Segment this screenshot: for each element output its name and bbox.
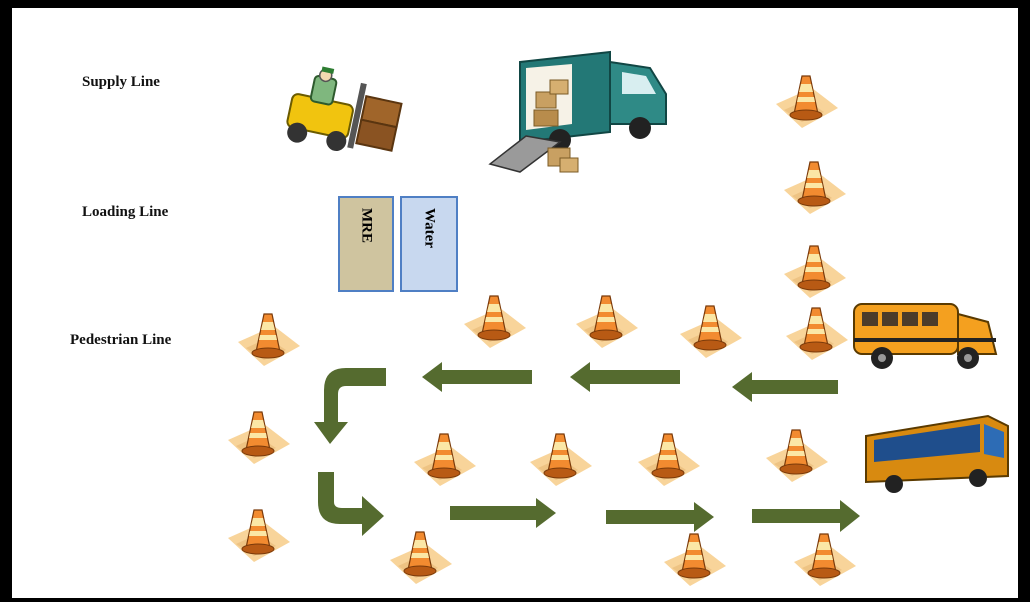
arrow-icon <box>450 498 556 528</box>
traffic-cone-icon <box>680 305 742 358</box>
traffic-cone-icon <box>464 295 526 348</box>
mre-station-label: MRE <box>358 208 375 243</box>
traffic-cone-icon <box>576 295 638 348</box>
arrow-icon <box>732 372 838 402</box>
traffic-cone-icon <box>228 411 290 464</box>
traffic-cone-icon <box>776 75 838 128</box>
city-bus-icon <box>865 414 1009 493</box>
traffic-cone-icon <box>766 429 828 482</box>
forklift-icon <box>286 66 403 152</box>
arrow-icon <box>318 472 384 536</box>
traffic-cone-icon <box>390 531 452 584</box>
loading-line-label: Loading Line <box>82 204 169 220</box>
traffic-cone-icon <box>414 433 476 486</box>
mre-station: MRE <box>338 196 394 292</box>
arrow-icon <box>570 362 680 392</box>
traffic-cone-icon <box>794 533 856 586</box>
delivery-truck-icon <box>488 50 667 173</box>
traffic-cone-icon <box>228 509 290 562</box>
pedestrian-line-label: Pedestrian Line <box>70 332 172 348</box>
traffic-cone-icon <box>786 307 848 360</box>
traffic-cone-icon <box>784 161 846 214</box>
diagram-canvas: Supply Line Loading Line Pedestrian Line… <box>12 8 1018 598</box>
school-bus-icon <box>853 303 998 369</box>
water-station: Water <box>400 196 458 292</box>
traffic-cone-icon <box>784 245 846 298</box>
traffic-cone-icon <box>238 313 300 366</box>
water-station-label: Water <box>421 208 438 248</box>
traffic-cone-icon <box>638 433 700 486</box>
arrow-icon <box>314 368 386 444</box>
traffic-cone-icon <box>664 533 726 586</box>
supply-line-label: Supply Line <box>82 74 160 90</box>
traffic-cone-icon <box>530 433 592 486</box>
arrow-icon <box>606 502 714 532</box>
arrow-icon <box>422 362 532 392</box>
arrow-icon <box>752 500 860 532</box>
